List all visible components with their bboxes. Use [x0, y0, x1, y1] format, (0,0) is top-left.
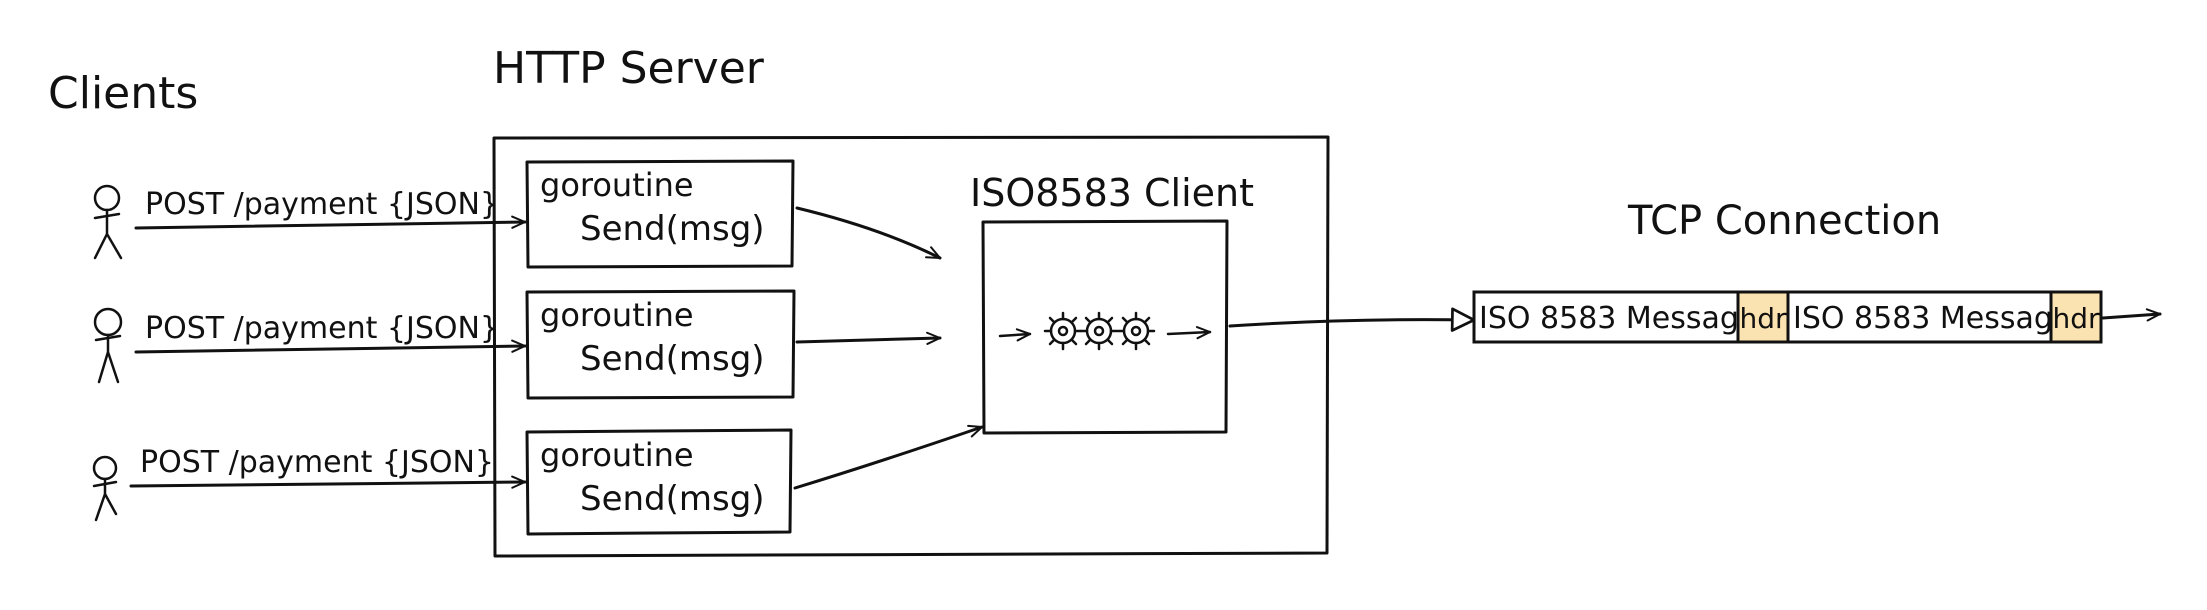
- gears-icon: [998, 311, 1212, 351]
- request-arrow-1: [134, 215, 527, 230]
- tcp-message-1-label: ISO 8583 Message: [1479, 301, 1757, 336]
- send-arrow-3: [793, 424, 984, 490]
- person-icon: [93, 184, 123, 260]
- request-arrow-3: [129, 475, 527, 489]
- goroutine-label: goroutine: [540, 436, 694, 474]
- tcp-connection-title: TCP Connection: [1627, 198, 1941, 244]
- send-label: Send(msg): [580, 209, 765, 249]
- goroutine-label: goroutine: [540, 166, 694, 204]
- send-label: Send(msg): [580, 339, 765, 379]
- person-icon: [93, 307, 123, 384]
- clients-title: Clients: [48, 68, 198, 119]
- goroutine-box-1: goroutine Send(msg): [525, 159, 795, 269]
- send-label: Send(msg): [580, 479, 765, 519]
- tcp-stream: ISO 8583 Message hdr ISO 8583 Message hd…: [1472, 290, 2162, 344]
- tcp-header-2: [2049, 290, 2103, 344]
- tcp-exit-arrow: [2101, 308, 2162, 322]
- request-label-2: POST /payment {JSON}: [145, 311, 499, 346]
- tcp-header-2-label: hdr: [2052, 302, 2100, 335]
- request-label-3: POST /payment {JSON}: [140, 445, 494, 480]
- send-arrow-2: [795, 331, 942, 345]
- request-arrow-2: [134, 339, 527, 354]
- request-label-1: POST /payment {JSON}: [145, 187, 499, 222]
- tcp-arrow: [1228, 307, 1476, 332]
- http-server-title: HTTP Server: [493, 43, 765, 94]
- client-3: [92, 455, 118, 522]
- tcp-message-2-label: ISO 8583 Message: [1793, 301, 2071, 336]
- tcp-message-2: [1786, 290, 2053, 344]
- client-2: [93, 307, 123, 384]
- goroutine-box-3: goroutine Send(msg): [525, 428, 793, 536]
- goroutine-box-2: goroutine Send(msg): [525, 289, 796, 400]
- goroutine-label: goroutine: [540, 296, 694, 334]
- send-arrow-1: [795, 206, 942, 260]
- http-server-box: [492, 135, 1330, 558]
- iso-client-title: ISO8583 Client: [970, 171, 1254, 215]
- iso-client-box: [981, 219, 1229, 435]
- person-icon: [92, 455, 118, 522]
- client-1: [93, 184, 123, 260]
- tcp-header-1-label: hdr: [1739, 302, 1787, 335]
